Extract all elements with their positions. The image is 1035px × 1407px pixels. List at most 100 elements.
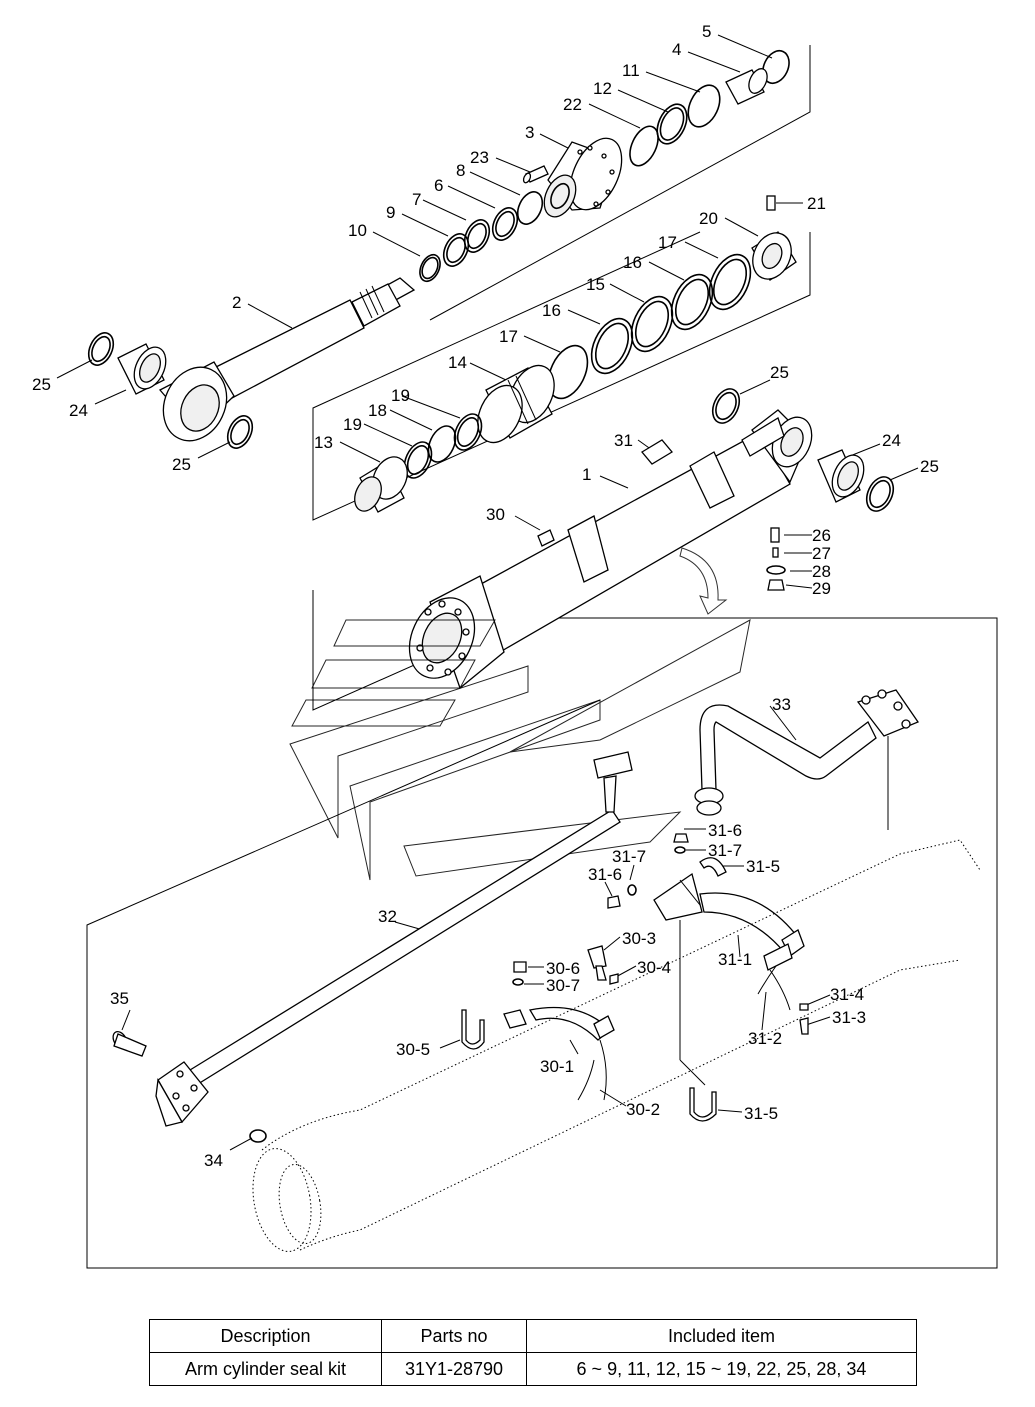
curved-arrow-icon	[679, 547, 728, 615]
clamp-hardware	[461, 833, 809, 1122]
callout-label: 31-1	[718, 950, 752, 969]
part-30-bracket	[537, 529, 555, 547]
part-6-ring	[491, 207, 519, 241]
table-cell-parts-no: 31Y1-28790	[381, 1352, 527, 1386]
callout-label: 31-5	[744, 1104, 778, 1123]
part-23-bolt	[522, 165, 549, 184]
callout-label: 2	[232, 293, 241, 312]
callout-label: 16	[542, 301, 561, 320]
part-25-ring-right-bottom	[865, 476, 895, 512]
part-19-ring-upper	[453, 413, 483, 451]
callout-label: 30-6	[546, 959, 580, 978]
callout-label: 13	[314, 433, 333, 452]
callout-label: 11	[622, 61, 640, 80]
part-8-ring	[516, 191, 544, 225]
part-15-ring	[630, 295, 674, 353]
callout-label: 33	[772, 695, 791, 714]
part-20-nut	[751, 231, 797, 281]
callout-label: 25	[770, 363, 789, 382]
callout-label: 19	[343, 415, 362, 434]
callout-label: 30-3	[622, 929, 656, 948]
table-header: Included item	[526, 1319, 917, 1353]
callout-label: 29	[812, 579, 831, 598]
arm-cylinder-exploded-diagram: 1 2 3 4 5 6 7 8 9 10 11 12 13 14 15 16 1…	[32, 22, 998, 1269]
watermark-stripes	[289, 619, 751, 881]
part-17-ring-lower	[547, 344, 589, 400]
part-12-ring	[656, 103, 688, 145]
callout-label: 30-1	[540, 1057, 574, 1076]
callout-label: 15	[586, 275, 605, 294]
parts-26-29-grease-fitting	[766, 527, 786, 591]
part-17-ring-upper	[708, 253, 752, 311]
part-7-ring	[463, 219, 491, 253]
table-cell-included-item: 6 ~ 9, 11, 12, 15 ~ 19, 22, 25, 28, 34	[526, 1352, 917, 1386]
tube-group-frame	[86, 590, 998, 1269]
part-25-ring-left-bottom	[226, 415, 254, 449]
part-10-ring	[419, 253, 441, 283]
callout-label: 18	[368, 401, 387, 420]
callout-label: 30-7	[546, 976, 580, 995]
callout-labels: 1 2 3 4 5 6 7 8 9 10 11 12 13 14 15 16 1…	[32, 22, 939, 1170]
callout-label: 6	[434, 176, 443, 195]
callout-label: 31-4	[830, 985, 864, 1004]
part-22-ring	[629, 125, 659, 167]
part-31-bracket	[641, 439, 673, 465]
part-1-cylinder-tube	[408, 409, 813, 690]
callout-label: 31-2	[748, 1029, 782, 1048]
callout-label: 28	[812, 562, 831, 581]
callout-label: 31-6	[588, 865, 622, 884]
callout-label: 32	[378, 907, 397, 926]
callout-label: 16	[623, 253, 642, 272]
callout-label: 5	[702, 22, 711, 41]
part-3-rod-cover	[543, 137, 623, 218]
table-cell-description: Arm cylinder seal kit	[149, 1352, 382, 1386]
callout-label: 26	[812, 526, 831, 545]
callout-label: 34	[204, 1151, 223, 1170]
callout-label: 4	[672, 40, 681, 59]
part-21-set-screw	[766, 195, 776, 211]
table-header: Parts no	[381, 1319, 527, 1353]
callout-label: 9	[386, 203, 395, 222]
callout-label: 35	[110, 989, 129, 1008]
callout-label: 14	[448, 353, 467, 372]
callout-label: 17	[658, 233, 677, 252]
part-11-ring	[687, 84, 721, 128]
callout-label: 1	[582, 465, 591, 484]
part-35-bolt	[112, 1030, 147, 1057]
part-32-pipe	[189, 751, 633, 1085]
callout-label: 25	[920, 457, 939, 476]
callout-label: 25	[172, 455, 191, 474]
callout-label: 24	[69, 401, 88, 420]
part-33-pipe	[694, 689, 919, 830]
callout-label: 25	[32, 375, 51, 394]
part-24-bushing-right	[817, 449, 865, 503]
callout-label: 23	[470, 148, 489, 167]
callout-label: 12	[593, 79, 612, 98]
callout-label: 31	[614, 431, 633, 450]
callout-label: 19	[391, 386, 410, 405]
part-16-ring-lower	[590, 317, 634, 375]
callout-label: 31-3	[832, 1008, 866, 1027]
part-25-ring-left-top	[87, 332, 115, 366]
callout-label: 31-5	[746, 857, 780, 876]
callout-label: 8	[456, 161, 465, 180]
callout-label: 17	[499, 327, 518, 346]
part-2-piston-rod	[158, 277, 416, 442]
callout-label: 31-6	[708, 821, 742, 840]
part-14-piston	[477, 364, 555, 444]
arm-boom-silhouette	[252, 839, 981, 1252]
callout-label: 24	[882, 431, 901, 450]
table-header: Description	[149, 1319, 382, 1353]
table-row: Arm cylinder seal kit 31Y1-28790 6 ~ 9, …	[149, 1352, 917, 1386]
part-34-o-ring	[249, 1129, 267, 1143]
piston-group-frame	[312, 231, 811, 521]
part-18-ring	[427, 425, 457, 463]
callout-label: 30	[486, 505, 505, 524]
part-13-cushion-ring	[354, 456, 408, 513]
callout-label: 20	[699, 209, 718, 228]
callout-label: 30-5	[396, 1040, 430, 1059]
seal-kit-table: Description Parts no Included item Arm c…	[149, 1319, 917, 1386]
callout-label: 10	[348, 221, 367, 240]
flange-block	[155, 1061, 209, 1127]
callout-label: 30-2	[626, 1100, 660, 1119]
